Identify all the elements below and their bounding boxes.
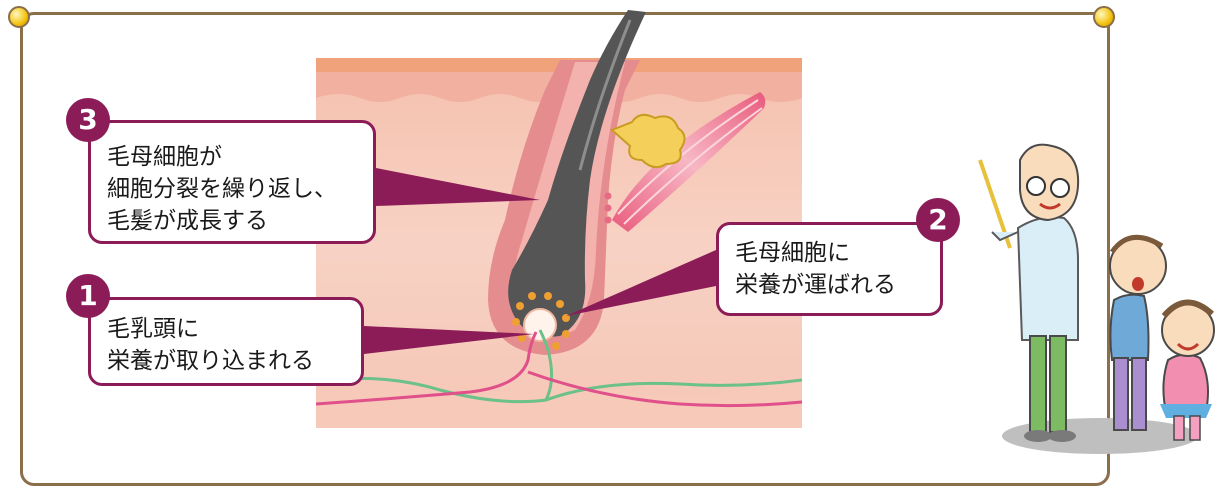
callout-step-2: 毛母細胞に 栄養が運ばれる xyxy=(716,222,943,316)
teacher-and-children-illustration xyxy=(980,145,1214,454)
callout-3-line-2: 細胞分裂を繰り返し、 xyxy=(107,173,359,205)
callout-3-line-1: 毛母細胞が xyxy=(107,141,359,173)
callout-2-line-2: 栄養が運ばれる xyxy=(735,269,926,301)
subcutaneous-layer xyxy=(316,388,802,428)
callout-step-1: 毛乳頭に 栄養が取り込まれる xyxy=(88,297,364,386)
callout-2-line-1: 毛母細胞に xyxy=(735,237,926,269)
callout-3-line-3: 毛髪が成長する xyxy=(107,205,359,237)
step-2-badge: 2 xyxy=(916,198,960,242)
dermal-papilla xyxy=(524,309,556,341)
step-1-badge: 1 xyxy=(66,274,110,318)
step-3-badge: 3 xyxy=(66,98,110,142)
callout-step-3: 毛母細胞が 細胞分裂を繰り返し、 毛髪が成長する xyxy=(88,120,376,244)
callout-1-line-2: 栄養が取り込まれる xyxy=(107,345,347,377)
callout-1-line-1: 毛乳頭に xyxy=(107,313,347,345)
